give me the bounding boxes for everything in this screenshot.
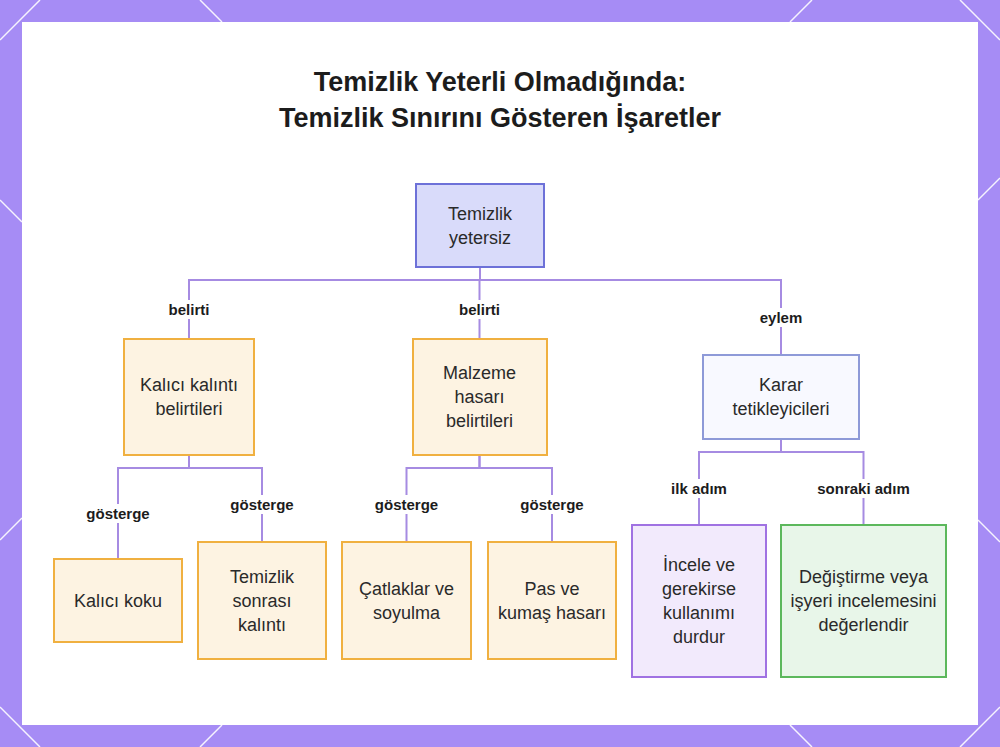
node-label: Çatlaklar ve soyulma	[351, 577, 462, 625]
category-box: Kalıcı kalıntı belirtileri	[123, 338, 255, 456]
node-label: Temizlik sonrası kalıntı	[207, 565, 317, 637]
edge-label: gösterge	[82, 504, 153, 523]
edge-label: gösterge	[371, 495, 442, 514]
indicator-box: Kalıcı koku	[53, 558, 183, 643]
node-label: Değiştirme veya işyeri incelemesini değe…	[790, 565, 937, 637]
node-label: Kalıcı koku	[74, 589, 162, 613]
root-box: Temizlik yetersiz	[415, 183, 545, 268]
indicator-box: Temizlik sonrası kalıntı	[197, 541, 327, 660]
decision-box: Karar tetikleyicileri	[702, 354, 860, 440]
edge-label: gösterge	[226, 495, 297, 514]
indicator-box: Çatlaklar ve soyulma	[341, 541, 472, 660]
edge-label: ilk adım	[667, 479, 731, 498]
edge-label: belirti	[165, 300, 214, 319]
diagram-title: Temizlik Yeterli Olmadığında: Temizlik S…	[200, 64, 800, 136]
action-box: İncele ve gerekirse kullanımı durdur	[631, 524, 767, 678]
node-label: Malzeme hasarı belirtileri	[422, 361, 538, 433]
indicator-box: Pas ve kumaş hasarı	[487, 541, 617, 660]
edge-label: gösterge	[516, 495, 587, 514]
node-label: Pas ve kumaş hasarı	[497, 577, 607, 625]
action-box: Değiştirme veya işyeri incelemesini değe…	[780, 524, 947, 678]
category-box: Malzeme hasarı belirtileri	[412, 338, 548, 456]
edge-label: sonraki adım	[813, 479, 914, 498]
node-label: İncele ve gerekirse kullanımı durdur	[641, 553, 757, 649]
node-label: Kalıcı kalıntı belirtileri	[133, 373, 245, 421]
edge-label: eylem	[756, 308, 807, 327]
connector-line	[189, 268, 480, 338]
node-label: Temizlik yetersiz	[425, 202, 535, 250]
edge-label: belirti	[455, 300, 504, 319]
node-label: Karar tetikleyicileri	[712, 373, 850, 421]
